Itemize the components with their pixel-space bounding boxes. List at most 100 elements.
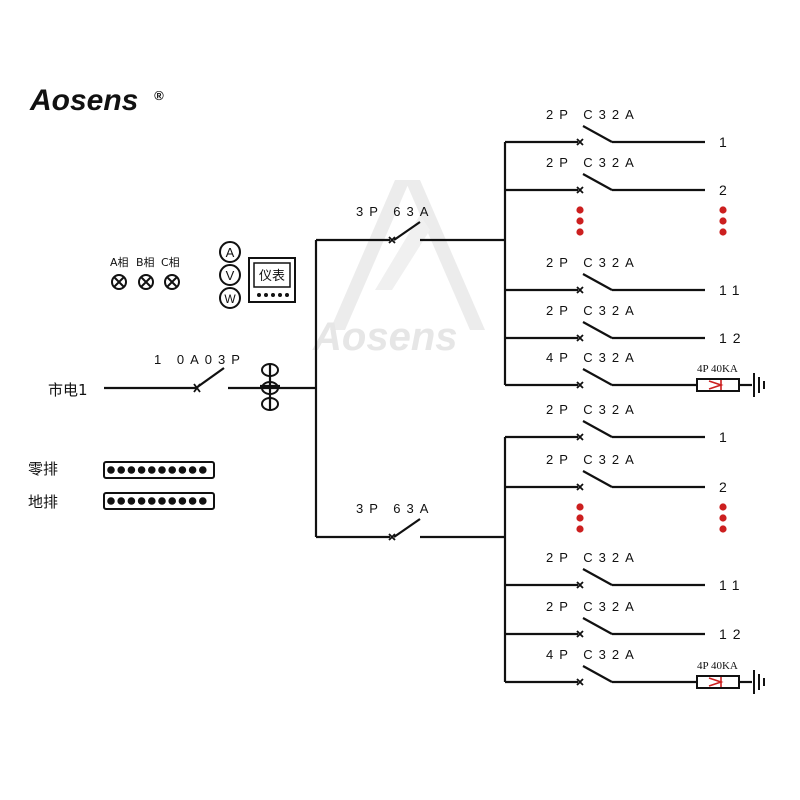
surge-protector-label: 4P 40KA (697, 363, 738, 375)
surge-protector: 4P 40KA (696, 363, 765, 397)
surge-protector-label: 4P 40KA (697, 660, 738, 672)
branch-breaker-contact (582, 368, 613, 386)
circuit-number: 1 (719, 134, 733, 150)
ellipsis-dot (576, 217, 584, 225)
main-breaker-contact (393, 518, 421, 538)
ground-symbol-icon (753, 373, 765, 397)
branch-breaker-x-icon (576, 286, 584, 294)
busbars: 零排 地排 (28, 460, 215, 511)
branch-breaker-label: 2P C32A (546, 402, 640, 417)
ground-terminal (188, 497, 197, 505)
brand-reg-mark: ® (154, 88, 164, 103)
main-breaker-x-icon (388, 533, 396, 541)
wattmeter-label: W (224, 292, 236, 306)
ground-terminal (107, 497, 115, 505)
ground-terminal (168, 497, 176, 505)
phase-lamp-label-c: C相 (161, 256, 180, 269)
ellipsis-dot (719, 228, 727, 236)
branch-breaker-contact (582, 125, 613, 143)
neutral-terminal (188, 466, 197, 474)
branch-breaker-contact (582, 420, 613, 438)
input-breaker-label: 1 0A03P (154, 352, 246, 367)
branch-breaker-label: 2P C32A (546, 107, 640, 122)
circuit-number: 12 (719, 626, 747, 642)
phase-lamps: A相 B相 C相 (110, 256, 180, 290)
branch-breaker-x-icon (576, 381, 584, 389)
ammeter-label: A (226, 245, 235, 260)
ellipsis-dot (719, 525, 727, 533)
ammeter-icon (219, 241, 241, 263)
ground-terminal (117, 497, 125, 505)
ground-terminal (148, 497, 156, 505)
ellipsis-dot (576, 206, 584, 214)
brand-logo: Aosens ® (29, 84, 164, 117)
ground-terminal (137, 497, 146, 505)
ground-terminal (127, 497, 136, 505)
ellipsis-dot (719, 514, 727, 522)
surge-protector-icon (696, 675, 740, 689)
branch-breaker-label: 2P C32A (546, 550, 640, 565)
ground-bar-label: 地排 (28, 493, 58, 511)
neutral-terminal (168, 466, 176, 474)
neutral-terminal (127, 466, 136, 474)
branch-breaker-label: 4P C32A (546, 647, 640, 662)
branch-breaker-contact (582, 173, 613, 191)
phase-lamp-a-icon (111, 274, 127, 290)
neutral-terminal (148, 466, 156, 474)
neutral-bar-label: 零排 (28, 460, 58, 478)
surge-protector: 4P 40KA (696, 660, 765, 694)
input-section: 市电1 1 0A03P (48, 352, 316, 411)
branch-breaker-x-icon (576, 433, 584, 441)
branch-breaker-x-icon (576, 581, 584, 589)
circuit-number: 1 (719, 429, 733, 445)
brand-name: Aosens (29, 84, 138, 117)
branch-breaker-label: 4P C32A (546, 350, 640, 365)
phase-lamp-b-icon (138, 274, 154, 290)
branch-breaker-contact (582, 273, 613, 291)
surge-protector-icon (696, 378, 740, 392)
main-breaker-contact (393, 221, 421, 241)
branch-breaker-label: 2P C32A (546, 255, 640, 270)
phase-lamp-c-icon (164, 274, 180, 290)
circuit-number: 2 (719, 479, 733, 495)
watermark-text: Aosens (312, 315, 458, 359)
branch-breaker-contact (582, 470, 613, 488)
ellipsis-dot (576, 514, 584, 522)
branch-breaker-x-icon (576, 186, 584, 194)
ground-terminal (199, 497, 207, 505)
ellipsis-dot (576, 228, 584, 236)
branch-breaker-contact (582, 617, 613, 635)
input-label: 市电1 (48, 381, 88, 399)
main-breaker-x-icon (388, 236, 396, 244)
branch-breaker-label: 2P C32A (546, 599, 640, 614)
main-breaker-label: 3P 63A (356, 501, 434, 516)
neutral-terminal (117, 466, 125, 474)
meters: A V W 仪表 (219, 241, 296, 309)
branch-breaker-x-icon (576, 334, 584, 342)
branch-breaker-label: 2P C32A (546, 303, 640, 318)
input-breaker-contact-icon (193, 383, 201, 393)
circuit-number: 11 (719, 282, 746, 298)
branch-breaker-x-icon (576, 678, 584, 686)
circuit-number: 2 (719, 182, 733, 198)
current-transformer-icon (260, 363, 280, 411)
watermark: Aosens (312, 180, 485, 359)
circuit-number: 11 (719, 577, 746, 593)
neutral-terminal (158, 466, 166, 474)
ellipsis-dot (719, 206, 727, 214)
main-breaker-label: 3P 63A (356, 204, 434, 219)
multimeter-icon (248, 257, 296, 303)
ground-terminal (178, 497, 187, 505)
branch-breaker-contact (582, 665, 613, 683)
meter-label: 仪表 (259, 269, 285, 284)
wattmeter-icon (219, 287, 241, 309)
branch-breaker-contact (582, 568, 613, 586)
voltmeter-icon (219, 264, 241, 286)
branch-breaker-x-icon (576, 483, 584, 491)
ellipsis-dot (576, 525, 584, 533)
branch-breaker-x-icon (576, 138, 584, 146)
ground-terminal (158, 497, 166, 505)
branch-breaker-contact (582, 321, 613, 339)
